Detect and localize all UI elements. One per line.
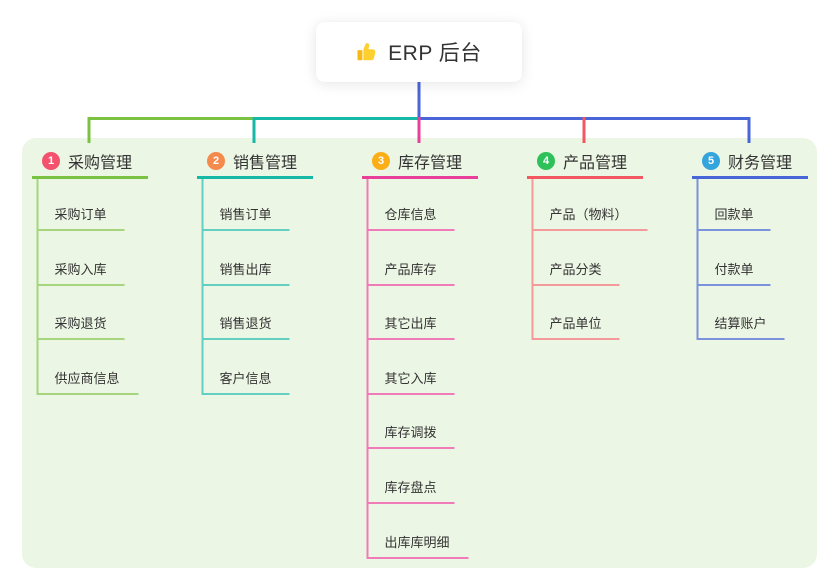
branch-label: 财务管理 (728, 155, 793, 172)
child-node[interactable]: 客户信息 (219, 371, 272, 386)
child-node[interactable]: 销售订单 (219, 207, 272, 222)
branch-label: 采购管理 (68, 155, 133, 172)
branch-node-1[interactable]: 1 采购管理 (32, 146, 148, 179)
child-node[interactable]: 采购入库 (54, 262, 107, 277)
child-node[interactable]: 其它出库 (384, 316, 437, 331)
child-node[interactable]: 库存盘点 (384, 480, 437, 495)
branch-number-badge: 5 (702, 152, 720, 170)
child-node[interactable]: 销售出库 (219, 262, 272, 277)
child-node[interactable]: 产品库存 (384, 262, 437, 277)
branch-node-3[interactable]: 3 库存管理 (362, 146, 478, 179)
child-node[interactable]: 结算账户 (714, 316, 767, 331)
child-node[interactable]: 出库库明细 (384, 535, 450, 550)
child-node[interactable]: 产品分类 (549, 262, 602, 277)
branch-label: 销售管理 (233, 155, 298, 172)
branch-number-badge: 2 (207, 152, 225, 170)
branch-number-badge: 4 (537, 152, 555, 170)
child-node[interactable]: 其它入库 (384, 371, 437, 386)
root-node[interactable]: ERP 后台 (316, 22, 522, 82)
branch-number-badge: 3 (372, 152, 390, 170)
child-node[interactable]: 销售退货 (219, 316, 272, 331)
branch-node-2[interactable]: 2 销售管理 (197, 146, 313, 179)
branches-panel (22, 138, 817, 568)
root-label: ERP 后台 (388, 42, 482, 65)
child-node[interactable]: 产品（物料） (549, 207, 628, 222)
branch-label: 产品管理 (563, 155, 628, 172)
child-node[interactable]: 产品单位 (549, 316, 602, 331)
branch-node-5[interactable]: 5 财务管理 (692, 146, 808, 179)
child-node[interactable]: 库存调拨 (384, 425, 437, 440)
branch-node-4[interactable]: 4 产品管理 (527, 146, 643, 179)
thumbs-up-icon (357, 43, 376, 61)
child-node[interactable]: 采购退货 (54, 316, 107, 331)
child-node[interactable]: 回款单 (714, 207, 754, 222)
child-node[interactable]: 供应商信息 (54, 371, 120, 386)
child-node[interactable]: 仓库信息 (384, 207, 437, 222)
child-node[interactable]: 付款单 (714, 262, 754, 277)
child-node[interactable]: 采购订单 (54, 207, 107, 222)
branch-label: 库存管理 (398, 155, 463, 172)
branch-number-badge: 1 (42, 152, 60, 170)
